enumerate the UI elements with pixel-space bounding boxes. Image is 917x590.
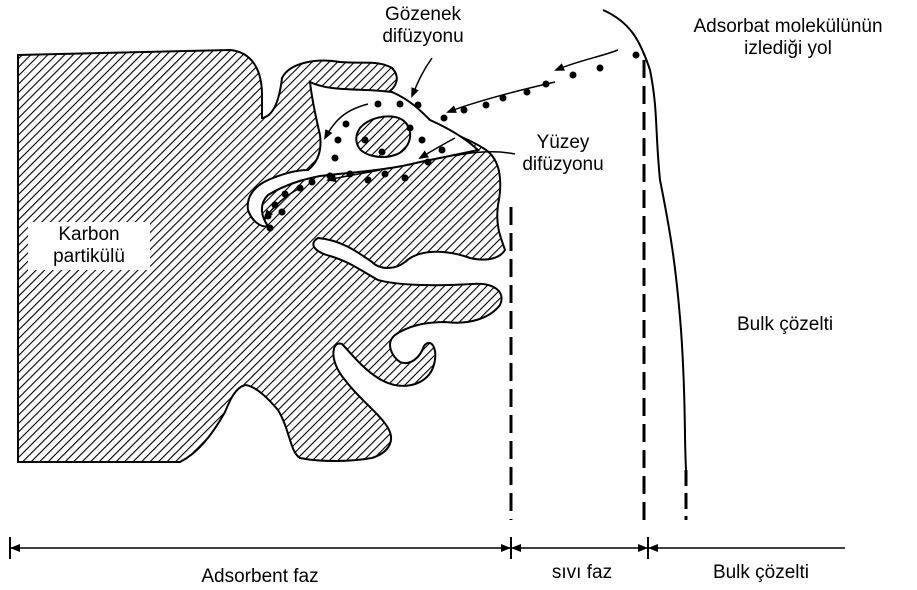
molecule-path-line-2: izlediği yol: [668, 38, 908, 60]
bulk-solution-label: Bulk çözelti: [737, 314, 833, 336]
pore-diffusion-line-1: Gözenek: [368, 4, 478, 26]
pore-diffusion-label: Gözenek difüzyonu: [368, 4, 478, 48]
pore-label-pointer: [412, 58, 432, 96]
surface-diffusion-line-1: Yüzey: [508, 132, 618, 154]
scale-liquid-phase: sıvı faz: [532, 562, 632, 584]
pore-diffusion-line-2: difüzyonu: [368, 26, 478, 48]
surface-diffusion-label: Yüzey difüzyonu: [508, 132, 618, 176]
molecule-path-arrow-1: [556, 50, 618, 70]
scale-bulk-solution: Bulk çözelti: [676, 562, 846, 584]
molecule-path-label: Adsorbat molekülünün izlediği yol: [668, 16, 908, 60]
carbon-particle-line-2: partikülü: [28, 246, 150, 268]
scale-adsorbent-phase: Adsorbent faz: [150, 566, 370, 588]
carbon-particle-label: Karbon partikülü: [28, 222, 150, 270]
surface-diffusion-line-2: difüzyonu: [508, 154, 618, 176]
carbon-particle-line-1: Karbon: [28, 224, 150, 246]
molecule-path-line-1: Adsorbat molekülünün: [668, 16, 908, 38]
